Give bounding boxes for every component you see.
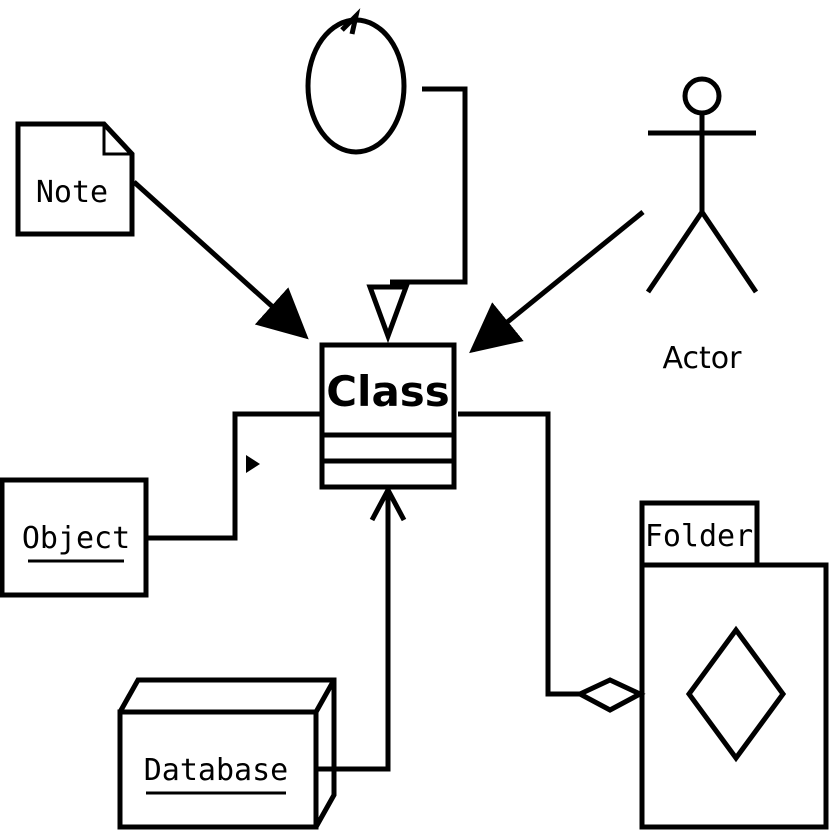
object-label: Object <box>22 521 130 556</box>
class-node[interactable]: Class <box>319 342 457 490</box>
actor-left-leg <box>645 210 705 294</box>
object-node[interactable]: Object <box>0 477 149 598</box>
folder-node[interactable]: Folder <box>639 500 829 830</box>
aggregation-diamond-icon <box>574 677 646 713</box>
database-label: Database <box>144 753 289 788</box>
object-to-class-link <box>148 411 320 541</box>
note-label: Note <box>36 175 108 210</box>
note-folded-corner <box>102 124 132 156</box>
class-label: Class <box>326 367 450 416</box>
database-3d-corner <box>313 678 337 714</box>
folder-tab <box>639 500 760 568</box>
open-arrowhead-icon <box>369 484 407 522</box>
actor-node[interactable]: Actor <box>645 76 759 376</box>
actor-head <box>682 76 722 116</box>
folder-label: Folder <box>645 519 753 554</box>
control-to-class-generalization <box>390 86 468 285</box>
object-box <box>0 477 149 598</box>
generalization-triangle-icon <box>366 284 410 344</box>
note-to-class-arrow <box>132 180 309 340</box>
class-to-folder-aggregation <box>458 411 580 697</box>
note-node[interactable]: Note <box>15 121 135 237</box>
link-direction-icon <box>246 455 260 473</box>
actor-to-class-arrow <box>469 210 645 354</box>
control-arrowhead-icon <box>340 8 361 35</box>
actor-label: Actor <box>663 341 743 376</box>
database-to-class-dependency <box>318 492 391 772</box>
actor-right-leg <box>699 210 759 294</box>
control-circle <box>305 17 407 155</box>
control-node[interactable] <box>305 8 407 155</box>
folder-diamond-icon <box>685 625 787 763</box>
database-node[interactable]: Database <box>117 677 337 830</box>
database-box <box>117 709 319 830</box>
